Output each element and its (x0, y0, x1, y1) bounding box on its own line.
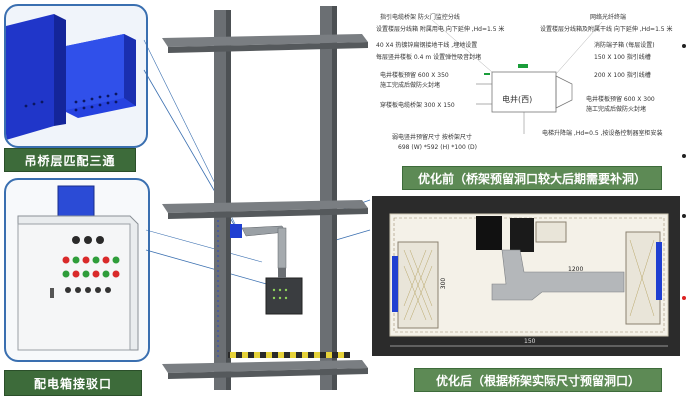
distribution-box-caption: 配电箱接驳口 (4, 370, 142, 396)
before-drawing: 电井(西) 指引电缆桥架 防火门监控分线 设置楼层分线箱 附属用电 向下延伸 ,… (372, 4, 684, 164)
before-note-left-5: 施工完成后做防火封堵 (380, 82, 441, 89)
after-drawing: 150 300 1200 (372, 196, 680, 356)
before-note-left-4: 电井楼板预留 600 X 350 (380, 72, 449, 79)
before-note-right-1: 设置楼层分线箱及附属干线 向下延伸 ,Hd=1.5 米 (540, 26, 673, 33)
mounted-distribution-box (265, 277, 303, 315)
before-plan-svg (431, 19, 603, 134)
right-blue-tray (656, 242, 662, 300)
blue-tray-fitting (230, 224, 242, 238)
before-note-left-3: 每层竖井楼板 0.4 m 设置弹性吸音封堵 (376, 54, 482, 61)
edge-dot-4 (682, 296, 686, 300)
before-note-left-8: 698 (W) *592 (H) *100 (D) (398, 144, 478, 151)
before-note-left-1: 设置楼层分线箱 附属用电 向下延伸 ,Hd=1.5 米 (376, 26, 505, 33)
black-box-2 (510, 218, 534, 252)
distribution-box-illustration (17, 185, 139, 351)
tray-tee-panel (4, 4, 148, 148)
floor-slab-top (162, 34, 368, 47)
before-note-left-6: 穿楼板电缆桥架 300 X 150 (380, 102, 455, 109)
left-blue-tray (392, 256, 398, 312)
before-note-right-3: 150 X 100 指引线槽 (594, 54, 651, 61)
tray-tee-caption: 吊桥层匹配三通 (4, 148, 136, 172)
after-plan-svg (389, 213, 669, 347)
steel-frame-model (162, 6, 368, 390)
hazard-strip (228, 352, 350, 358)
after-caption: 优化后（根据桥架实际尺寸预留洞口） (414, 368, 662, 392)
tray-tee-illustration (6, 14, 136, 140)
floor-slab-middle (162, 200, 368, 213)
before-note-right-7: 电梯升降端 ,Hd=0.5 ,按设备控制器室柜安装 (542, 130, 663, 137)
edge-dot-1 (682, 44, 686, 48)
before-caption: 优化前（桥架预留洞口较大后期需要补洞） (402, 166, 662, 190)
before-note-left-2: 40 X4 热镀锌扁钢接地干线 ,埋地设置 (376, 42, 478, 49)
before-note-right-0: 网络光纤终端 (590, 14, 627, 21)
before-note-right-4: 200 X 100 指引线槽 (594, 72, 651, 79)
before-note-left-7: 弱电竖井预留尺寸 按桥架尺寸 (392, 134, 472, 141)
before-note-right-5: 电井楼板预留 600 X 300 (586, 96, 655, 103)
before-note-right-2: 消防端子箱 (每层设置) (594, 42, 655, 49)
before-note-left-0: 指引电缆桥架 防火门监控分线 (380, 14, 460, 21)
edge-dot-2 (682, 154, 686, 158)
left-column (214, 10, 226, 390)
indicator-lights (62, 236, 120, 293)
before-note-right-6: 施工完成后做防火封堵 (586, 106, 647, 113)
after-dim-top: 1200 (568, 266, 584, 273)
before-center-label: 电井(西) (502, 95, 533, 104)
after-dim-bottom: 150 (524, 338, 536, 345)
green-marker (518, 64, 528, 68)
edge-dot-3 (682, 214, 686, 218)
black-box-1 (476, 216, 502, 250)
distribution-box-panel (4, 178, 150, 362)
gray-tray-route (491, 249, 625, 301)
after-dim-left: 300 (440, 277, 448, 290)
floor-slab-bottom (162, 360, 368, 373)
right-column (320, 6, 332, 390)
